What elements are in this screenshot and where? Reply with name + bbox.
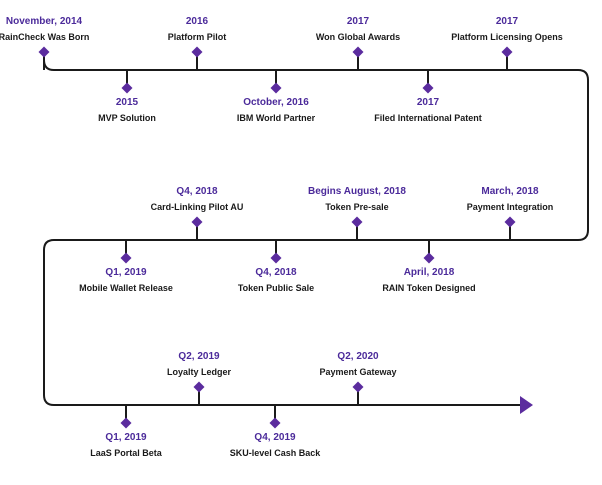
event-marker-icon bbox=[120, 252, 132, 264]
event-title: IBM World Partner bbox=[236, 113, 316, 123]
event-date: March, 2018 bbox=[481, 186, 539, 197]
event-title: Token Public Sale bbox=[237, 283, 315, 293]
timeline-line bbox=[43, 52, 589, 406]
event-date: 2017 bbox=[346, 16, 370, 27]
event-title: Mobile Wallet Release bbox=[79, 283, 173, 293]
event-marker-icon bbox=[422, 82, 434, 94]
event-marker-icon bbox=[269, 417, 281, 429]
event-date: Q2, 2020 bbox=[337, 351, 379, 362]
event-marker-icon bbox=[352, 46, 364, 58]
event-title: RAIN Token Designed bbox=[382, 283, 476, 293]
event-date: November, 2014 bbox=[5, 16, 83, 27]
event-title: SKU-level Cash Back bbox=[229, 448, 321, 458]
event-date: Q1, 2019 bbox=[105, 267, 147, 278]
event-marker-icon bbox=[423, 252, 435, 264]
event-date: Q2, 2019 bbox=[178, 351, 220, 362]
event-title: Payment Integration bbox=[466, 202, 554, 212]
event-marker-icon bbox=[501, 46, 513, 58]
event-date: Q4, 2019 bbox=[254, 432, 296, 443]
event-marker-icon bbox=[193, 381, 205, 393]
event-date: Begins August, 2018 bbox=[308, 186, 406, 197]
event-date: 2016 bbox=[185, 16, 209, 27]
event-marker-icon bbox=[352, 381, 364, 393]
event-date: October, 2016 bbox=[243, 97, 309, 108]
event-date: 2017 bbox=[495, 16, 519, 27]
event-date: Q4, 2018 bbox=[176, 186, 218, 197]
event-marker-icon bbox=[270, 82, 282, 94]
event-title: Card-Linking Pilot AU bbox=[150, 202, 244, 212]
event-marker-icon bbox=[504, 216, 516, 228]
event-title: Payment Gateway bbox=[319, 367, 397, 377]
event-marker-icon bbox=[121, 82, 133, 94]
event-date: April, 2018 bbox=[403, 267, 455, 278]
event-date: Q4, 2018 bbox=[255, 267, 297, 278]
timeline-arrow-icon bbox=[520, 396, 533, 414]
event-marker-icon bbox=[191, 216, 203, 228]
event-title: Won Global Awards bbox=[315, 32, 401, 42]
event-title: Filed International Patent bbox=[374, 113, 482, 123]
event-title: Platform Licensing Opens bbox=[451, 32, 563, 42]
event-date: Q1, 2019 bbox=[105, 432, 147, 443]
event-date: 2015 bbox=[115, 97, 139, 108]
event-marker-icon bbox=[191, 46, 203, 58]
event-title: MVP Solution bbox=[98, 113, 156, 123]
event-marker-icon bbox=[270, 252, 282, 264]
event-title: LaaS Portal Beta bbox=[90, 448, 162, 458]
event-title: Platform Pilot bbox=[167, 32, 227, 42]
event-marker-icon bbox=[38, 46, 50, 58]
event-marker-icon bbox=[120, 417, 132, 429]
event-marker-icon bbox=[351, 216, 363, 228]
event-title: Loyalty Ledger bbox=[166, 367, 231, 377]
event-title: RainCheck Was Born bbox=[0, 32, 90, 42]
event-date: 2017 bbox=[416, 97, 440, 108]
event-title: Token Pre-sale bbox=[325, 202, 389, 212]
